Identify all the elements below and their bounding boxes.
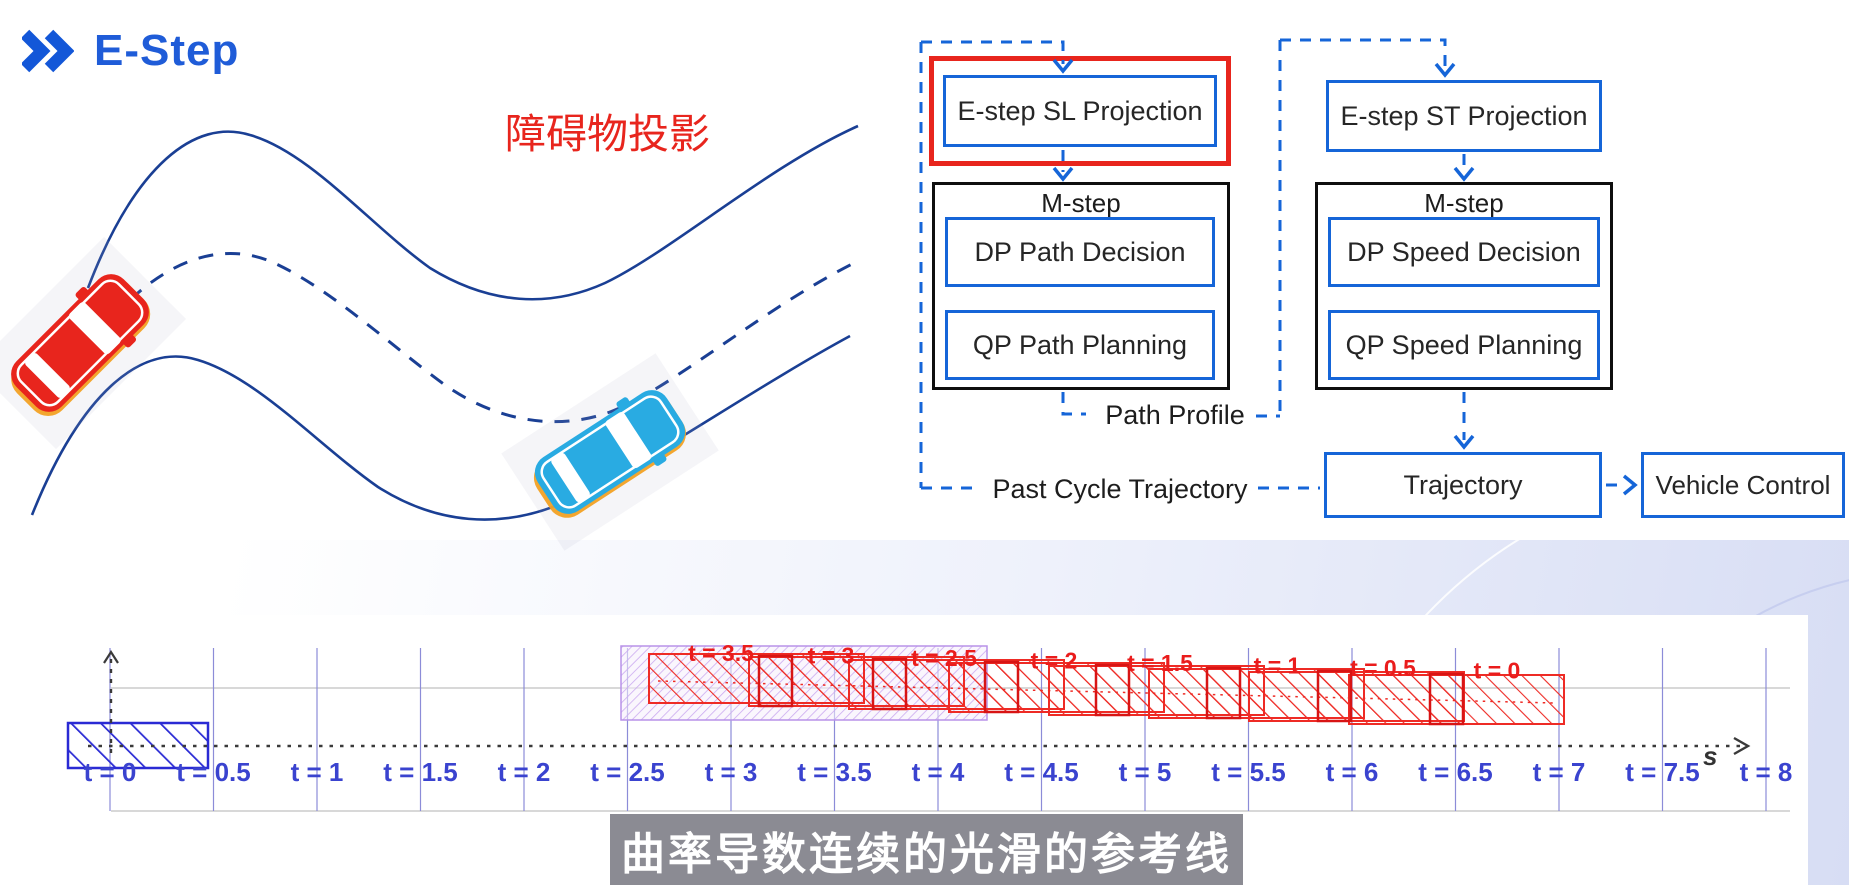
m-step-label: M-step <box>1041 188 1121 218</box>
flow-node-label: DP Speed Decision <box>1347 236 1581 267</box>
arrowhead-down-icon <box>1434 62 1456 78</box>
caption-bar: 曲率导数连续的光滑的参考线 <box>610 814 1243 885</box>
connector-loop-right <box>1280 38 1447 68</box>
road-center-dashed-line <box>128 251 857 424</box>
flow-node-label: E-step SL Projection <box>957 95 1203 126</box>
slide-header: E-Step <box>22 26 239 76</box>
flow-node-label: QP Path Planning <box>972 329 1188 360</box>
connector-mstep-to-pathprofile <box>1061 392 1086 416</box>
m-step-label: M-step <box>1424 188 1504 218</box>
flow-node-vehicle-control: Vehicle Control <box>1641 452 1845 518</box>
flow-node-sl-projection: E-step SL Projection <box>943 75 1217 147</box>
flow-node-st-projection: E-step ST Projection <box>1326 80 1602 152</box>
flow-node-label: DP Path Decision <box>974 236 1186 267</box>
arrowhead-down-icon <box>1453 434 1475 450</box>
double-chevron-icon <box>22 29 74 73</box>
flow-node-label: E-step ST Projection <box>1340 100 1588 131</box>
caption-text: 曲率导数连续的光滑的参考线 <box>621 829 1232 879</box>
arrowhead-down-icon <box>1453 166 1475 182</box>
path-profile-label: Path Profile <box>1105 400 1245 430</box>
road-lane-line-top <box>86 124 859 301</box>
red-car <box>0 236 187 450</box>
sl-projection-highlight-frame <box>929 56 1231 166</box>
obstacle-projection-label: 障碍物投影 <box>505 111 710 157</box>
flow-node-trajectory: Trajectory <box>1324 452 1602 518</box>
flow-node-label: QP Speed Planning <box>1345 329 1583 360</box>
arrowhead-right-icon <box>1622 474 1638 496</box>
arrowhead-down-icon <box>1052 166 1074 182</box>
past-cycle-trajectory-label: Past Cycle Trajectory <box>992 474 1248 504</box>
flow-node-dp-speed: DP Speed Decision <box>1328 217 1600 287</box>
flow-node-qp-speed: QP Speed Planning <box>1328 310 1600 380</box>
flow-node-label: Trajectory <box>1403 469 1523 500</box>
flow-node-qp-path: QP Path Planning <box>945 310 1215 380</box>
blue-car <box>501 353 719 551</box>
flow-node-label: Vehicle Control <box>1655 469 1831 500</box>
page-title: E-Step <box>94 26 240 75</box>
flow-node-dp-path: DP Path Decision <box>945 217 1215 287</box>
road-lane-line-bottom <box>30 334 851 521</box>
